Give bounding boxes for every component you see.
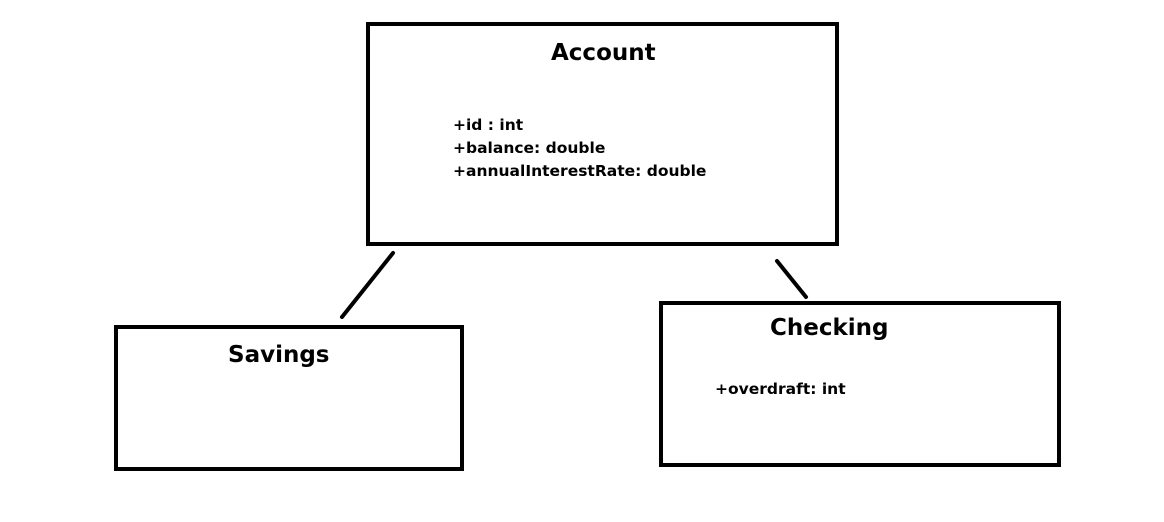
attribute-annual-interest-rate: +annualInterestRate: double	[453, 162, 707, 180]
connector-account-savings	[340, 251, 395, 319]
class-name-account: Account	[551, 40, 656, 66]
attribute-overdraft: +overdraft: int	[715, 380, 846, 398]
class-box-savings[interactable]: Savings	[114, 325, 464, 471]
class-name-checking: Checking	[770, 315, 889, 341]
connector-account-checking	[775, 259, 808, 299]
attribute-list-checking: +overdraft: int	[715, 378, 846, 401]
class-box-checking[interactable]: Checking +overdraft: int	[659, 301, 1061, 467]
class-box-account[interactable]: Account +id : int +balance: double +annu…	[366, 22, 839, 246]
attribute-list-account: +id : int +balance: double +annualIntere…	[453, 114, 706, 183]
attribute-id: +id : int	[453, 116, 524, 134]
class-name-savings: Savings	[228, 342, 330, 368]
attribute-balance: +balance: double	[453, 139, 606, 157]
